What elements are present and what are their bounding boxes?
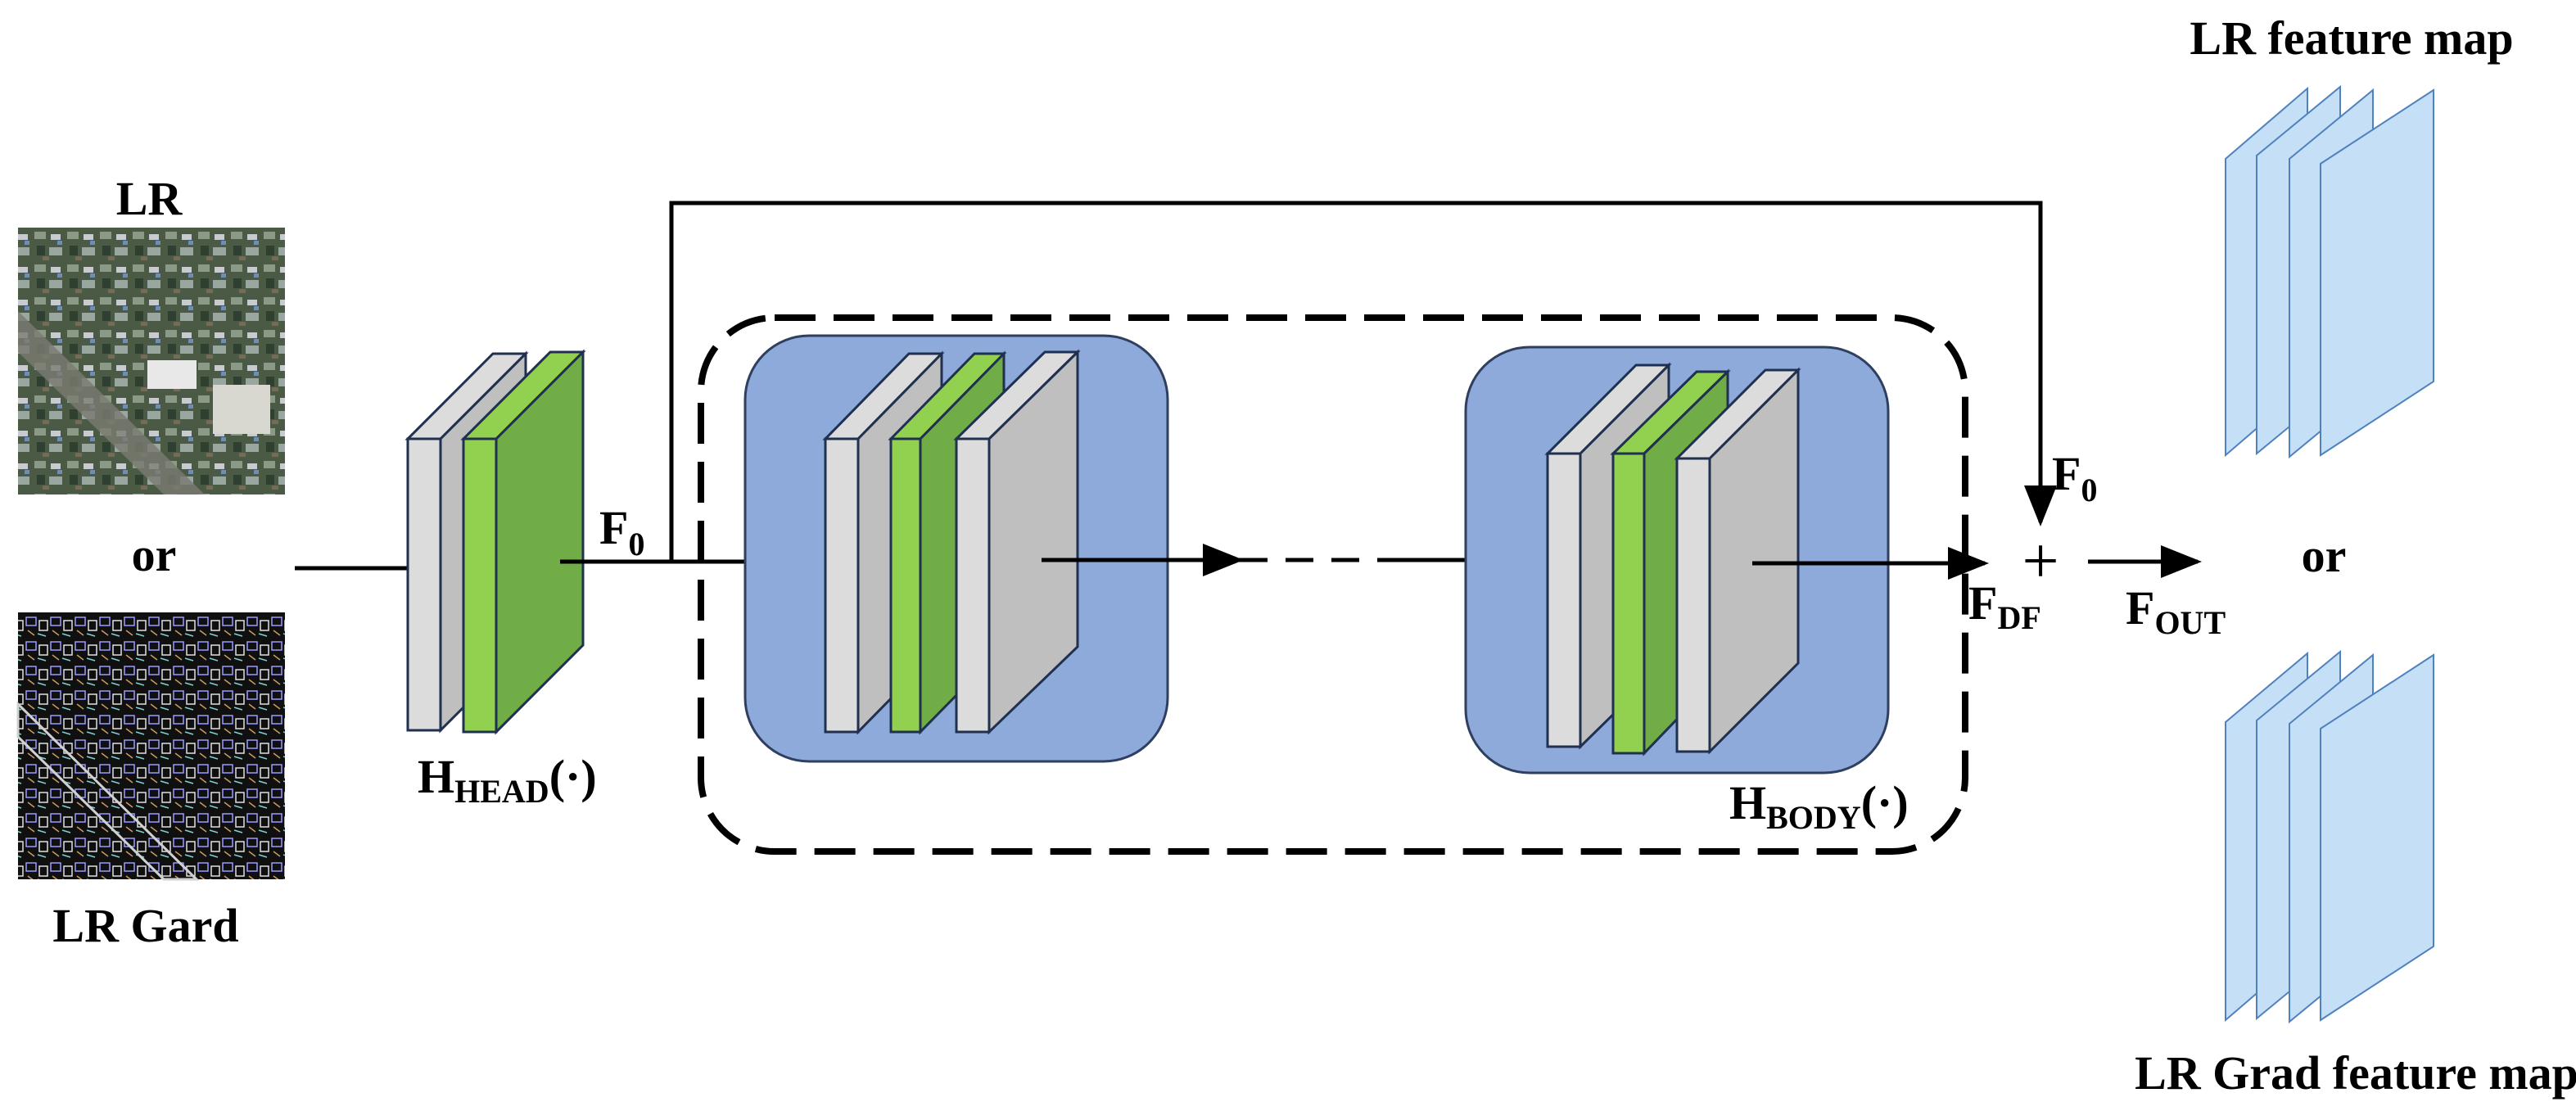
fout-label: FOUT [2126,581,2226,641]
lr-grad-title: LR Gard [52,899,238,952]
sum-operator: + [2022,526,2059,598]
block2-gray-layer-2 [1674,367,1801,755]
fdf-label: FDF [1968,576,2041,636]
lr-grad-feature-map-stack [2225,649,2434,1024]
lr-feature-map-title: LR feature map [2190,11,2513,65]
lr-grad-image [16,612,285,881]
lr-grad-feature-map-title: LR Grad feature map [2135,1046,2576,1100]
or-right-label: or [2302,529,2347,582]
lr-image [18,228,285,495]
skip-connection [669,201,2057,562]
lr-feature-map-stack [2225,84,2434,459]
body-block-1 [743,334,1169,763]
head-green-layer [460,349,586,735]
body-block-2 [1464,345,1890,775]
h-head-label: HHEAD(·) [418,750,597,810]
h-body-label: HBODY(·) [1729,776,1909,836]
body-container [698,314,1968,855]
block1-gray-layer-2 [953,349,1081,735]
head-layers [404,349,586,735]
lr-title: LR [116,172,183,225]
or-left-label: or [132,528,177,581]
f0-head-label: F0 [599,501,644,562]
f0-skip-label: F0 [2052,447,2097,508]
